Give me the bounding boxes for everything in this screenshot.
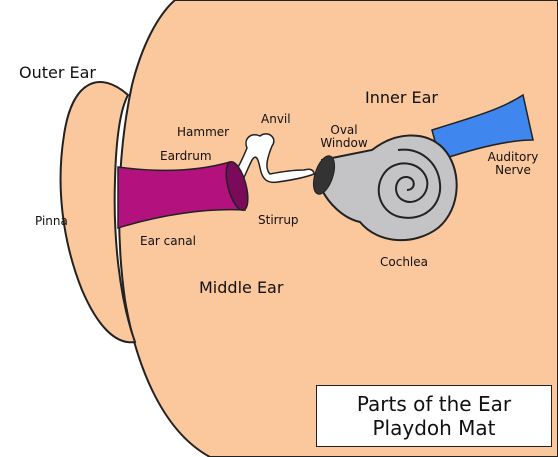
outer-ear-label: Outer Ear xyxy=(19,64,96,82)
ear-canal-label: Ear canal xyxy=(140,235,196,248)
middle-ear-label: Middle Ear xyxy=(199,279,283,297)
anvil-label: Anvil xyxy=(261,113,291,126)
auditory-nerve-label-line2: Nerve xyxy=(478,164,548,177)
auditory-nerve-label: Auditory Nerve xyxy=(478,151,548,177)
stirrup-label: Stirrup xyxy=(258,214,299,227)
hammer-label: Hammer xyxy=(177,126,229,139)
oval-window-label-line2: Window xyxy=(318,137,370,150)
title-line2: Playdoh Mat xyxy=(372,416,495,440)
oval-window-label: Oval Window xyxy=(318,124,370,150)
inner-ear-label: Inner Ear xyxy=(365,89,438,107)
cochlea-label: Cochlea xyxy=(380,256,428,269)
pinna-label: Pinna xyxy=(35,215,68,228)
eardrum-label: Eardrum xyxy=(160,150,212,163)
title-box: Parts of the Ear Playdoh Mat xyxy=(316,385,552,447)
title-line1: Parts of the Ear xyxy=(357,392,511,416)
